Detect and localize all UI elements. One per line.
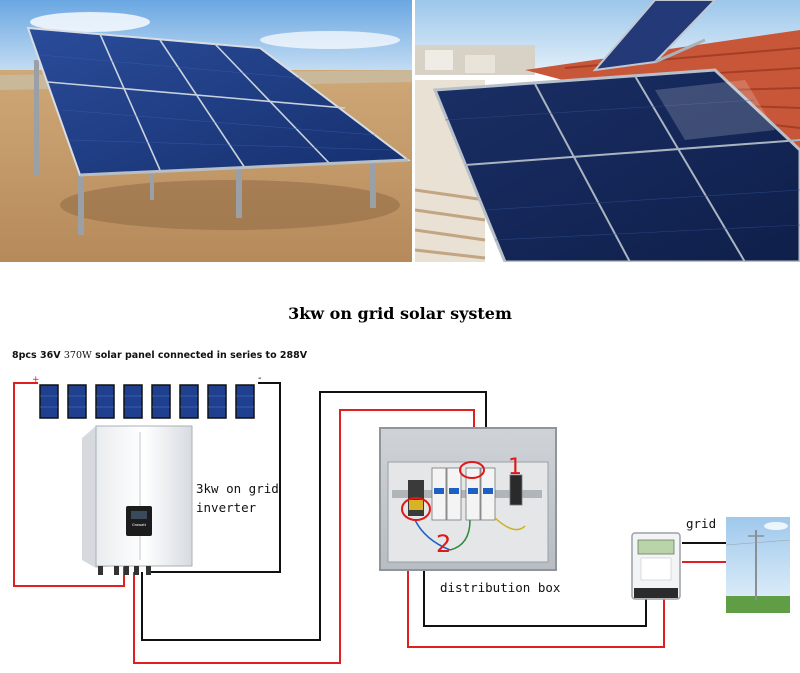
solar-panel: [235, 384, 255, 419]
wiring-diagram: + -: [13, 373, 791, 664]
panel-caption-prefix: 8pcs 36V: [12, 350, 61, 361]
inverter-label-line1: 3kw on grid: [196, 481, 279, 496]
panel-plus-sign: +: [32, 375, 40, 385]
solar-panel: [179, 384, 199, 419]
box-to-meter-live-wire: [407, 520, 665, 648]
solar-panel: [95, 384, 115, 419]
panel-negative-wire: [150, 382, 281, 573]
inverter-brand-logo: Growatt: [132, 523, 147, 527]
annotation-circle-2: [401, 497, 431, 521]
panel-minus-sign: -: [258, 373, 262, 384]
inverter-unit: Growatt: [82, 425, 193, 575]
grid-photo: [725, 517, 791, 613]
inverter-ac-live-wire: [133, 409, 475, 664]
grid-label: grid: [686, 516, 717, 531]
solar-panel: [123, 384, 143, 419]
rooftop-solar-photo: [415, 0, 800, 262]
inverter-ac-neutral-wire: [141, 391, 487, 641]
panel-caption-watt: 370W: [63, 350, 92, 361]
solar-panel: [39, 384, 59, 419]
electricity-meter: [631, 532, 681, 600]
inverter-label-line2: inverter: [196, 500, 257, 515]
box-to-meter-neutral-wire: [423, 520, 647, 627]
photo-strip: [0, 0, 800, 262]
annotation-mark-1: 1: [508, 455, 522, 480]
distribution-box-label: distribution box: [440, 580, 561, 595]
annotation-mark-2: 2: [436, 530, 451, 558]
panel-positive-wire: [13, 382, 125, 587]
solar-panel: [207, 384, 227, 419]
annotation-circle-1: [459, 461, 485, 479]
distribution-box: 1 2: [379, 427, 557, 571]
panel-caption-suffix: solar panel connected in series to 288V: [95, 350, 308, 361]
solar-panel-string: [39, 384, 255, 419]
panel-caption: 8pcs 36V 370W solar panel connected in s…: [12, 350, 307, 361]
diagram-title: 3kw on grid solar system: [288, 304, 512, 323]
ground-mounted-solar-photo: [0, 0, 412, 262]
solar-panel: [67, 384, 87, 419]
solar-panel: [151, 384, 171, 419]
